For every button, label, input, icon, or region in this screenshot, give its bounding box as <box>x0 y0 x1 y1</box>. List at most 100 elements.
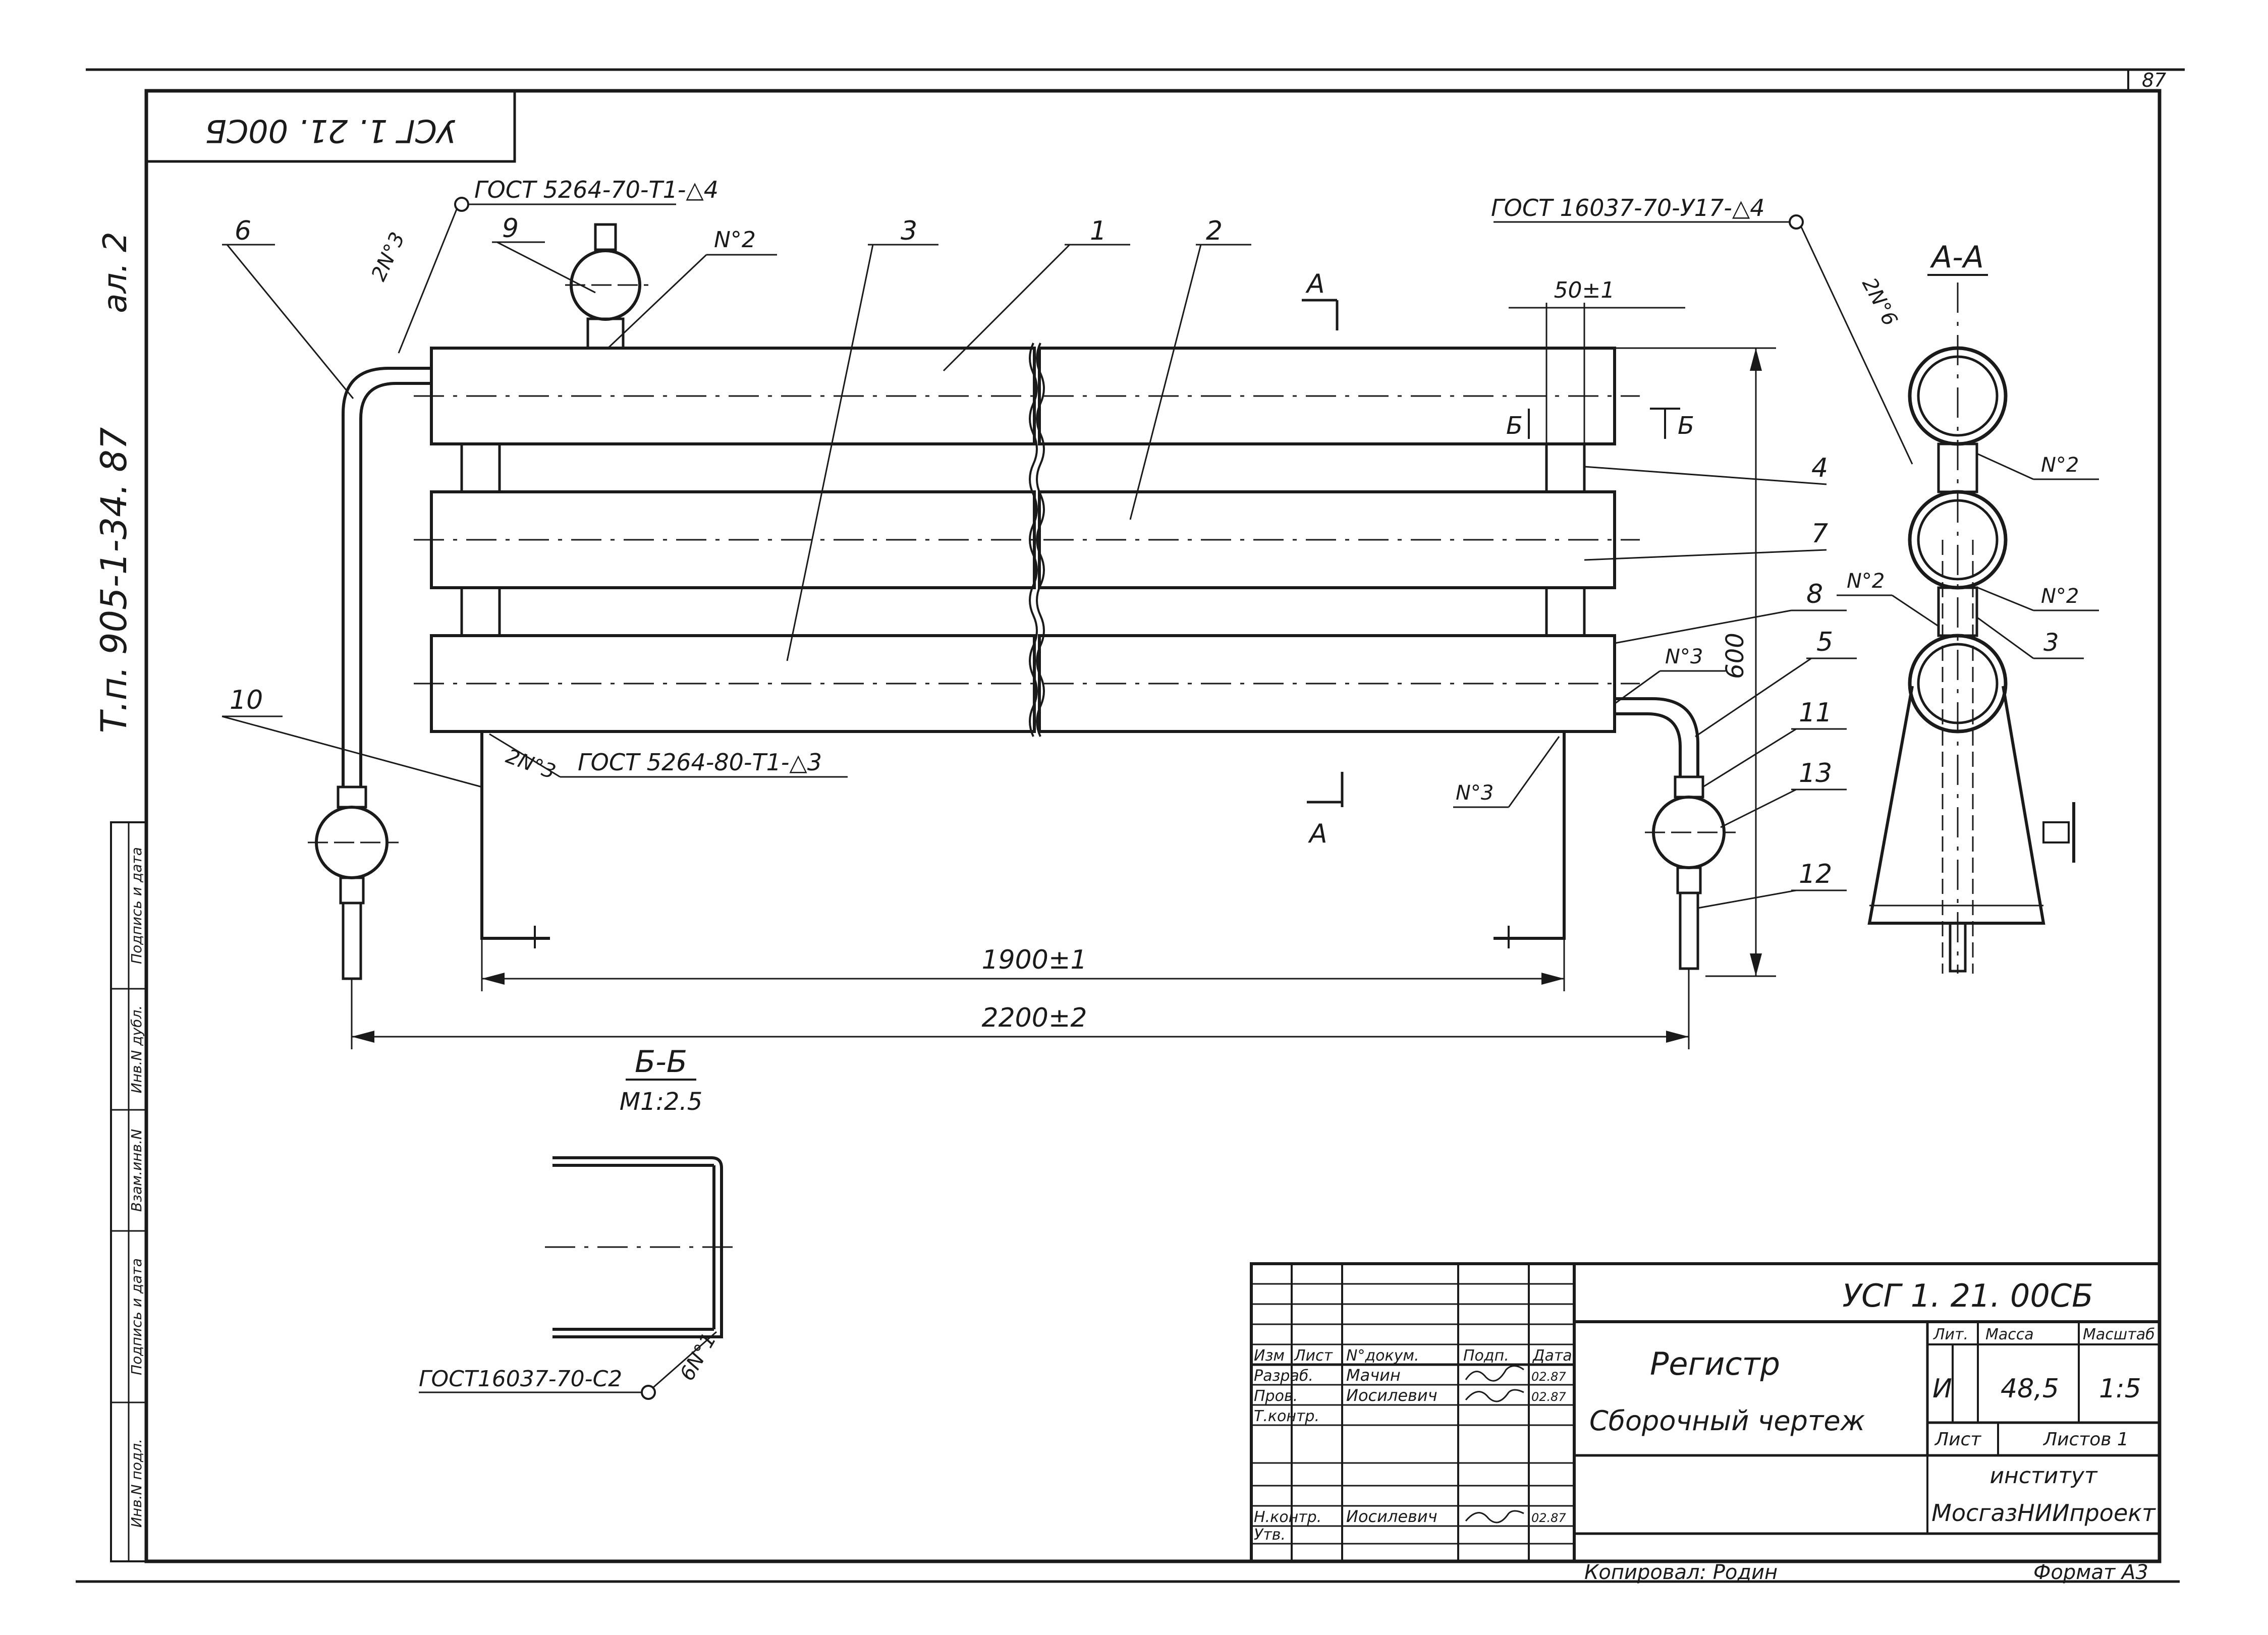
break-line-right <box>1036 343 1045 737</box>
tb-scale-val: 1:5 <box>2099 1374 2141 1404</box>
pos-8: 8 <box>1806 579 1823 609</box>
tb-date-3: 02.87 <box>1531 1511 1566 1525</box>
tb-org-2: МосгазНИИпроект <box>1931 1499 2156 1527</box>
pos-7: 7 <box>1811 519 1828 549</box>
tb-signature-2 <box>1465 1389 1524 1402</box>
nozzle-right <box>1679 891 1699 970</box>
rotated-code-box <box>145 89 516 163</box>
break-line-left <box>1029 343 1038 737</box>
tb-date-2: 02.87 <box>1531 1390 1566 1404</box>
main-view: 50±1 600 1900±1 2200±2 А А Б Б <box>222 176 1913 1049</box>
dim-50: 50±1 <box>1554 277 1615 303</box>
pos-4: 4 <box>1811 453 1828 483</box>
tb-name-nkontr: Иосилевич <box>1346 1507 1437 1526</box>
pos-9: 9 <box>502 213 519 244</box>
tb-hdr-date: Дата <box>1532 1347 1572 1365</box>
section-aa-pos-3: 3 <box>2043 629 2059 657</box>
side-stamp: Инв.N подл. Подпись и дата Взам.инв.N Ин… <box>110 821 147 1562</box>
tb-signature-3 <box>1465 1510 1524 1524</box>
section-mark-a-top <box>1302 299 1339 330</box>
pipe-bottom <box>414 634 1640 733</box>
pipe-top <box>414 347 1640 445</box>
side-stamp-col-3: Взам.инв.N <box>128 1129 145 1212</box>
section-aa-title: А-А <box>1929 240 1984 275</box>
tb-sheet-label: Лист <box>1934 1429 1981 1450</box>
tb-mass-val: 48,5 <box>2001 1374 2059 1404</box>
bent-pipe-left-outer <box>342 367 431 787</box>
bent-pipe-right-inner <box>1615 712 1682 777</box>
dim-600: 600 <box>1721 633 1749 679</box>
tb-role-razrab: Разраб. <box>1254 1367 1313 1385</box>
section-bb-title: Б-Б <box>635 1044 687 1080</box>
page-number: 87 <box>2142 69 2166 91</box>
nipples-right <box>1545 442 1586 637</box>
title-block: Изм Лист N°докум. Подп. Дата Разраб. Мач… <box>1250 1262 2161 1584</box>
tb-org-1: институт <box>1989 1463 2097 1489</box>
section-letter-b-right: Б <box>1678 412 1694 440</box>
weld-2n6: 2N°6 <box>1857 274 1902 330</box>
tb-role-tkontr: Т.контр. <box>1254 1407 1319 1425</box>
pos-5: 5 <box>1816 627 1833 657</box>
section-bb: Б-Б М1:2.5 ГОСТ16037-70-С2 6N°1 <box>419 1044 737 1400</box>
tb-sheets-label: Листов 1 <box>2042 1429 2129 1450</box>
dim-2200: 2200±2 <box>982 1003 1087 1033</box>
pos-1: 1 <box>1090 216 1107 246</box>
tb-date-1: 02.87 <box>1531 1370 1566 1384</box>
pos-3: 3 <box>901 216 917 246</box>
pos-11: 11 <box>1799 698 1832 728</box>
weld-n3-right-bottom: N°3 <box>1456 781 1493 805</box>
nozzle-left <box>342 901 362 980</box>
section-aa: А-А N°2 N°2 N°2 3 <box>1837 240 2099 974</box>
section-mark-a-bottom <box>1307 772 1344 807</box>
tb-hdr-doc: N°докум. <box>1346 1347 1419 1365</box>
tb-lit-val: И <box>1932 1374 1952 1404</box>
rotated-code: УСГ 1. 21. 00СБ <box>205 112 456 149</box>
tb-hdr-list: Лист <box>1294 1347 1334 1365</box>
section-aa-n2-2: N°2 <box>2041 585 2079 608</box>
section-aa-n2-3: N°2 <box>1847 570 1885 593</box>
weld-n3-right-top: N°3 <box>1665 645 1703 668</box>
weld-2n3-top: 2N°3 <box>367 229 409 285</box>
bent-pipe-left-inner <box>359 382 431 787</box>
tb-scale-label: Масштаб <box>2083 1326 2155 1343</box>
tb-code: УСГ 1. 21. 00СБ <box>1842 1277 2093 1314</box>
tb-name: Регистр <box>1650 1345 1780 1382</box>
drawing-frame <box>144 89 2162 1563</box>
bent-pipe-right-outer <box>1615 697 1699 777</box>
pos-13: 13 <box>1799 758 1832 788</box>
side-stamp-col-1: Инв.N подл. <box>128 1439 145 1528</box>
dim-1900: 1900±1 <box>982 945 1087 975</box>
tb-signature-1 <box>1465 1365 1524 1382</box>
section-bb-scale: М1:2.5 <box>620 1088 702 1116</box>
tb-role-utv: Утв. <box>1254 1526 1286 1544</box>
nipples-left <box>460 442 501 637</box>
tb-lit-label: Лит. <box>1933 1326 1968 1343</box>
tb-role-nkontr: Н.контр. <box>1254 1508 1321 1526</box>
position-leaders: 6 9 3 1 2 4 7 8 <box>222 213 1857 909</box>
tb-name-razrab: Мачин <box>1346 1366 1401 1385</box>
tb-doc-type: Сборочный чертеж <box>1589 1405 1865 1437</box>
tb-hdr-izm: Изм <box>1254 1347 1285 1365</box>
tb-hdr-sign: Подп. <box>1463 1347 1509 1365</box>
coupling-11 <box>1674 775 1704 799</box>
tb-copied: Копировал: Родин <box>1584 1561 1778 1584</box>
weld-2n3-bottom: 2N°3 <box>503 745 559 784</box>
side-stamp-col-4: Инв.N дубл. <box>128 1005 145 1094</box>
pipe-middle <box>414 490 1640 589</box>
weld-n2-top: N°2 <box>714 227 756 253</box>
leg-right <box>1493 731 1566 940</box>
tb-name-prov: Иосилевич <box>1346 1386 1437 1405</box>
pos-2: 2 <box>1206 216 1223 246</box>
tb-format: Формат А3 <box>2033 1561 2148 1584</box>
weld-bb: ГОСТ16037-70-С2 <box>419 1366 622 1392</box>
side-project-code: Т.п. 905-1-34. 87 <box>93 427 135 734</box>
pos-12: 12 <box>1799 859 1832 889</box>
section-letter-a-top: А <box>1305 269 1325 299</box>
weld-top-right: ГОСТ 16037-70-У17-△4 <box>1491 194 1765 221</box>
weld-bottom: ГОСТ 5264-80-Т1-△3 <box>578 749 822 776</box>
section-letter-b-left: Б <box>1506 412 1523 440</box>
section-mark-b <box>1528 408 1680 439</box>
section-aa-n2-1: N°2 <box>2041 454 2079 477</box>
section-letter-a-bottom: А <box>1308 819 1327 849</box>
